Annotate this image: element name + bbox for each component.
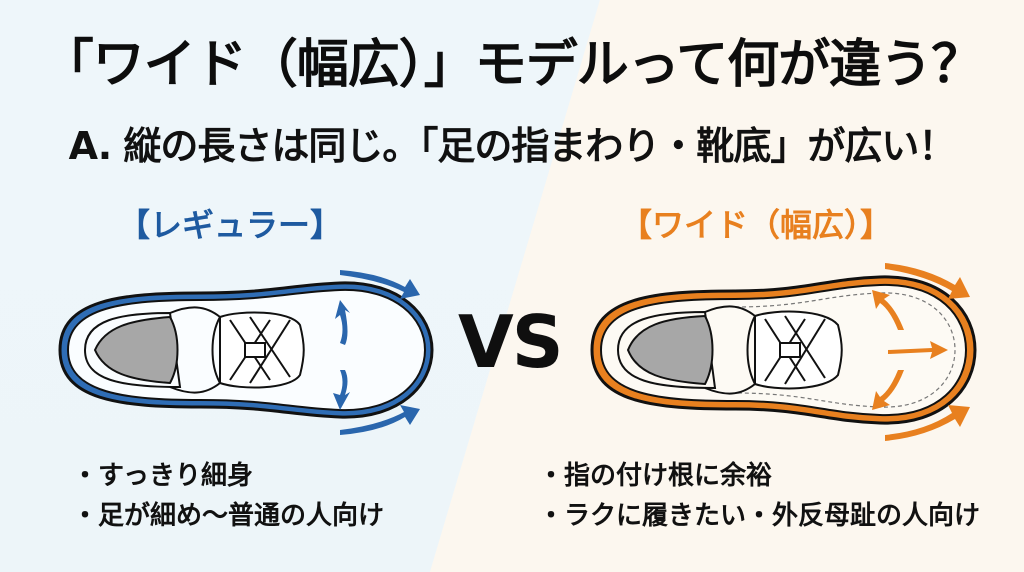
regular-shoe-illustration [58,270,434,435]
laces-icon [219,311,305,389]
list-item: 足が細め〜普通の人向け [72,496,384,536]
list-item: 指の付け根に余裕 [538,456,980,496]
laces-icon [754,310,843,390]
page-subtitle: A. 縦の長さは同じ。「足の指まわり・靴底」が広い！ [68,124,957,168]
vs-label: VS [458,300,564,384]
expand-arrows-icon [872,263,970,441]
list-item: すっきり細身 [72,456,384,496]
page-title: 「ワイド（幅広）」モデルって何が違う？ [41,35,983,95]
list-item: ラクに履きたい・外反母趾の人向け [538,496,980,536]
wide-bullet-list: 指の付け根に余裕 ラクに履きたい・外反母趾の人向け [538,456,980,536]
regular-label: 【レギュラー】 [118,206,343,244]
wide-label: 【ワイド（幅広）】 [620,206,893,244]
wide-shoe-illustration [590,263,977,441]
regular-bullet-list: すっきり細身 足が細め〜普通の人向け [72,456,384,536]
expand-arrows-icon [333,270,420,435]
